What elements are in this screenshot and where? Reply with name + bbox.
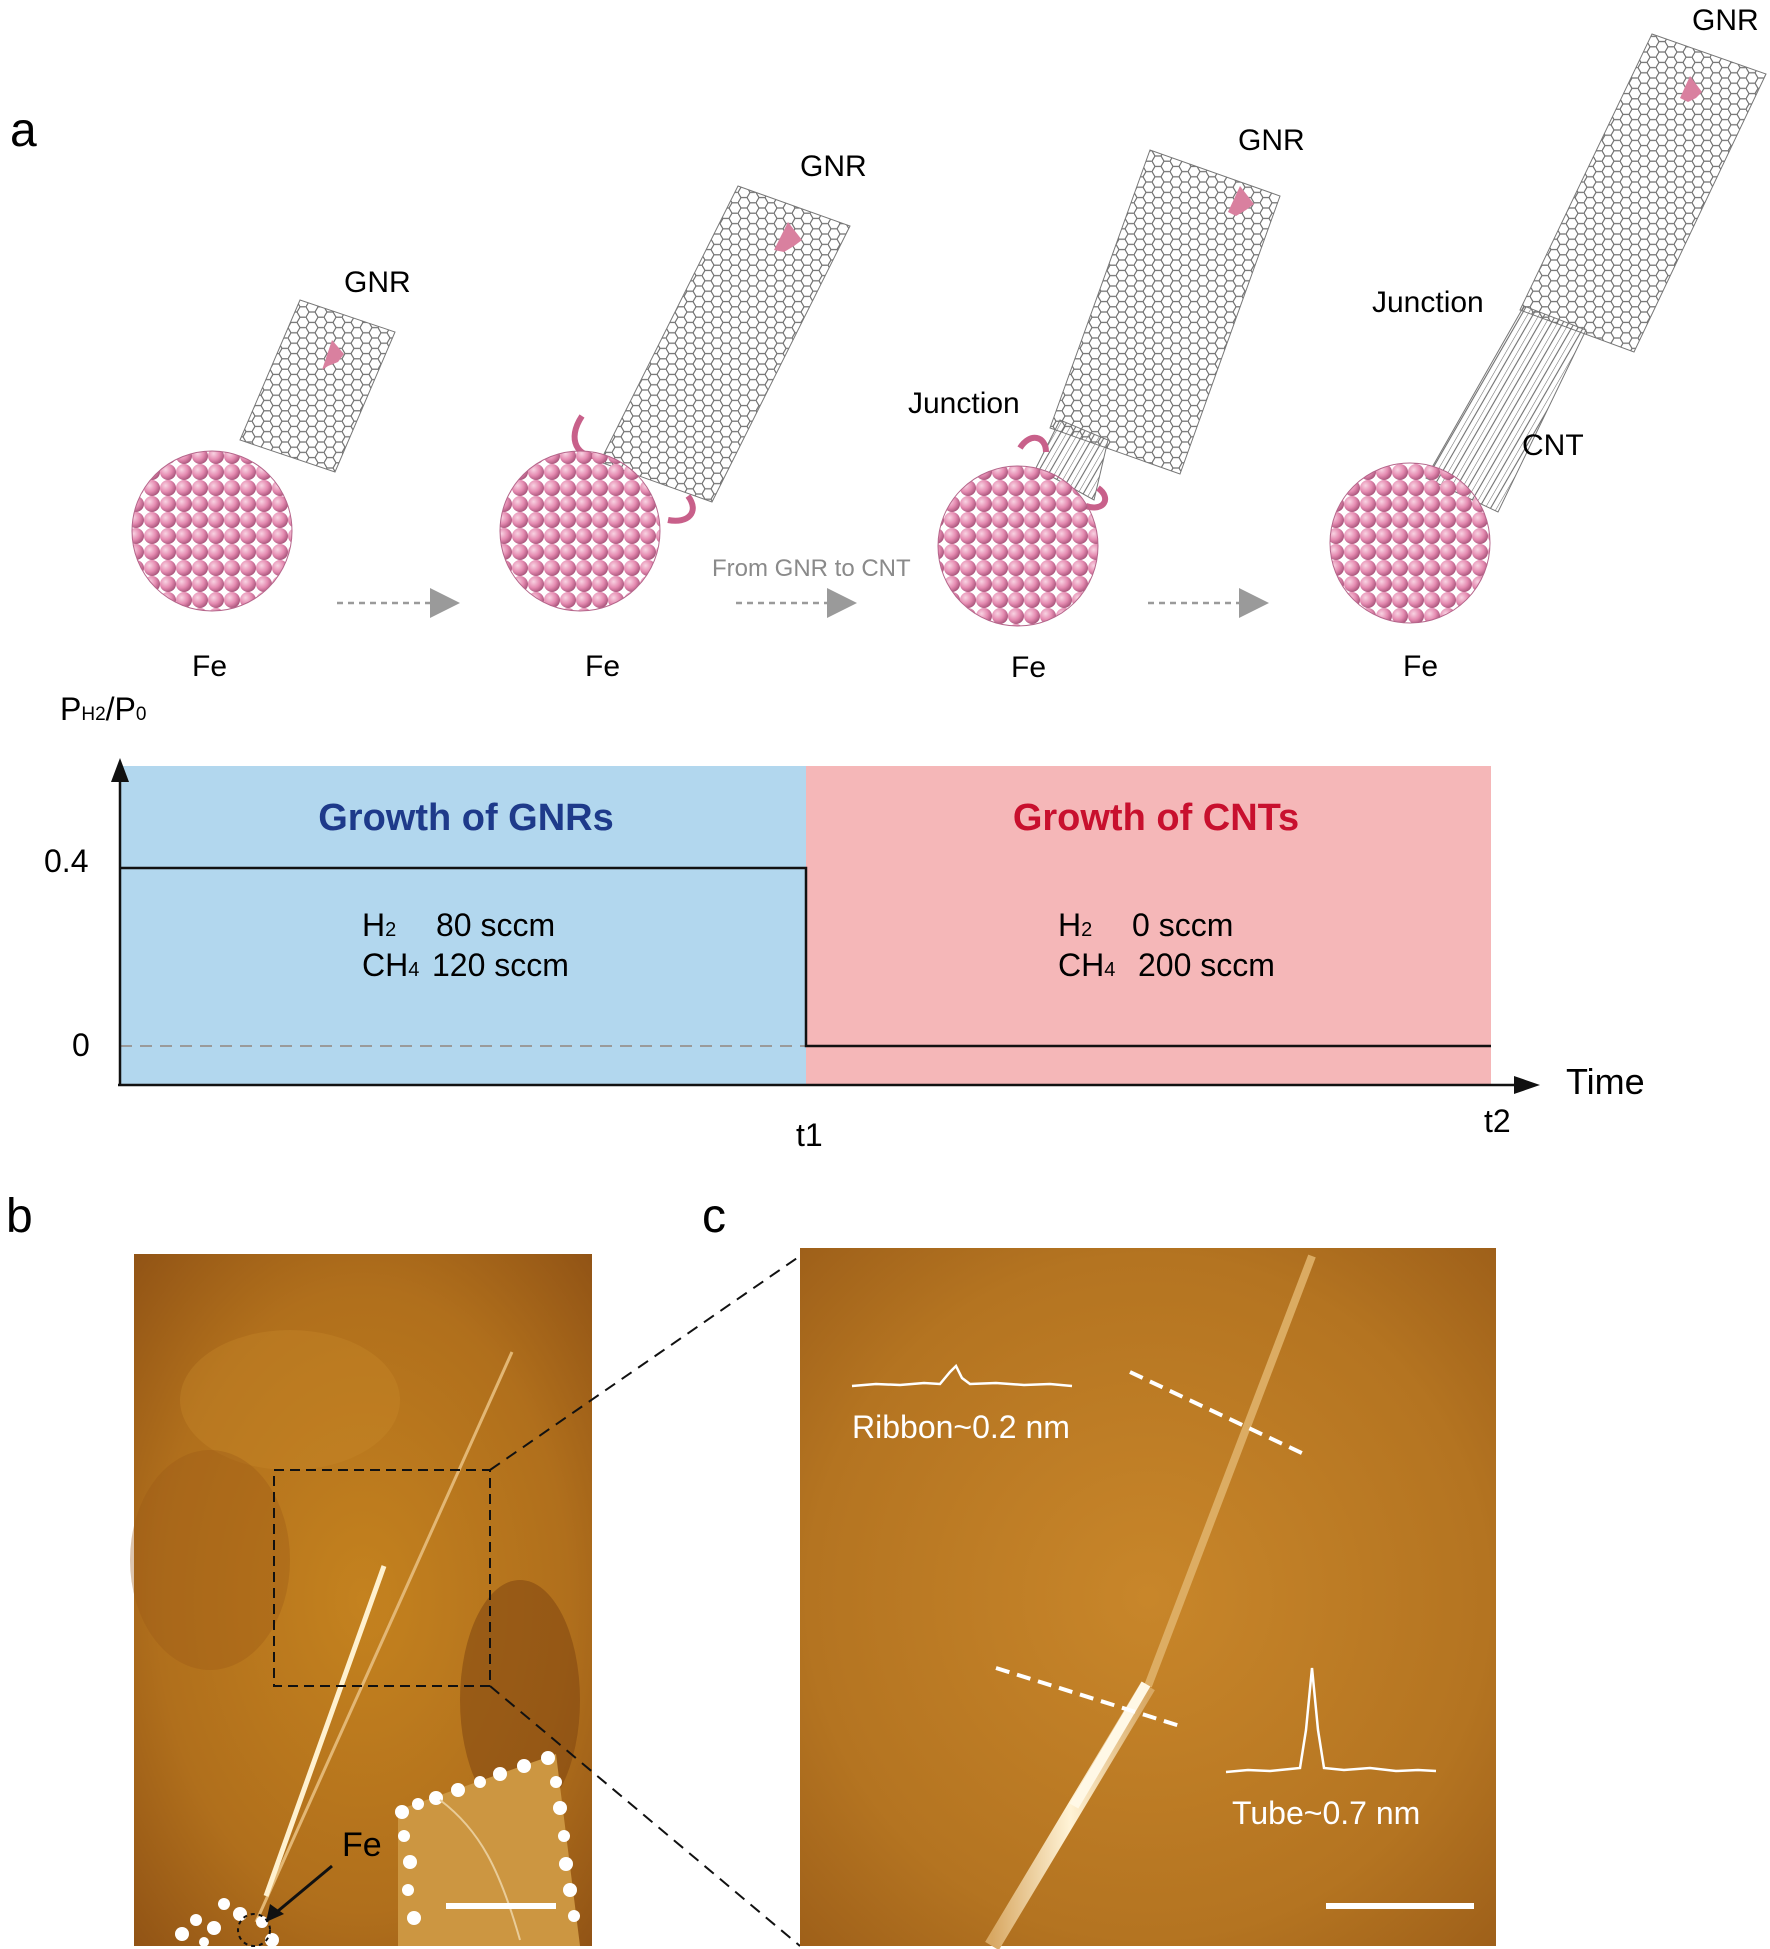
phase-gnr-ch4: CH4 120 sccm bbox=[362, 947, 569, 983]
stage-4: GNR Junction CNT Fe bbox=[1329, 4, 1767, 683]
gas-species: H bbox=[362, 907, 385, 943]
rotation-arrow-right bbox=[1085, 485, 1109, 511]
nanotube-bright-segment bbox=[263, 1565, 387, 1897]
transition-label: From GNR to CNT bbox=[712, 555, 911, 582]
gnr-label: GNR bbox=[344, 266, 411, 299]
y-label-base: P bbox=[60, 691, 81, 727]
tube-height-profile bbox=[1225, 1667, 1437, 1774]
ribbon-height-profile bbox=[851, 1363, 1073, 1388]
graphene-nanoribbon bbox=[599, 185, 851, 503]
fe-label-afm: Fe bbox=[342, 1826, 382, 1864]
gas-species: CH bbox=[362, 947, 408, 983]
x-tick-t1: t1 bbox=[796, 1117, 823, 1153]
y-label-sub1: H2 bbox=[81, 704, 105, 725]
y-tick-0: 0 bbox=[72, 1027, 90, 1063]
fe-label: Fe bbox=[585, 650, 620, 683]
graphene-nanoribbon bbox=[1519, 33, 1767, 353]
growth-direction-arrow bbox=[774, 222, 802, 252]
gas-flow: 80 sccm bbox=[436, 907, 555, 943]
zoom-connector-top bbox=[489, 1255, 801, 1471]
cnt-label: CNT bbox=[1522, 429, 1584, 462]
y-label-sub2: 0 bbox=[136, 704, 147, 725]
y-axis-arrowhead bbox=[111, 758, 129, 782]
inset-image bbox=[395, 1751, 580, 1946]
x-axis-label: Time bbox=[1566, 1061, 1645, 1102]
phase-gnr-title: Growth of GNRs bbox=[318, 797, 614, 839]
panel-label-c: c bbox=[702, 1190, 726, 1243]
fe-label: Fe bbox=[1403, 650, 1438, 683]
gas-flow: 200 sccm bbox=[1138, 947, 1275, 983]
fe-catalyst-particle bbox=[1329, 462, 1491, 624]
junction-label: Junction bbox=[908, 387, 1020, 420]
phase-cnt-h2: H2 0 sccm bbox=[1058, 907, 1233, 943]
panel-label-b: b bbox=[6, 1190, 33, 1243]
gas-subscript: 2 bbox=[385, 919, 396, 941]
gas-flow: 0 sccm bbox=[1132, 907, 1233, 943]
ribbon-height-label: Ribbon~0.2 nm bbox=[852, 1409, 1070, 1445]
gas-subscript: 4 bbox=[408, 959, 419, 981]
stage-2: GNR Fe bbox=[499, 150, 867, 683]
rotation-arrow-left bbox=[1017, 435, 1049, 453]
fe-catalyst-particle bbox=[499, 450, 661, 612]
fe-label: Fe bbox=[192, 650, 227, 683]
fe-pointer-arrow bbox=[271, 1864, 333, 1918]
gnr-label: GNR bbox=[1692, 4, 1759, 37]
graphene-nanoribbon bbox=[1049, 149, 1281, 475]
gas-species: H bbox=[1058, 907, 1081, 943]
nanotube-highlight bbox=[1069, 1681, 1151, 1809]
zoom-connector-bottom bbox=[489, 1685, 801, 1947]
junction-label: Junction bbox=[1372, 286, 1484, 319]
tube-profile-cut bbox=[995, 1666, 1181, 1728]
timeline-plot: PH2/P0 0.4 0 Time t1 t2 Growth of GNRs H… bbox=[44, 691, 1645, 1153]
ribbon-profile-cut bbox=[1129, 1370, 1309, 1458]
panel-label-a: a bbox=[10, 104, 37, 157]
phase-cnt-ch4: CH4 200 sccm bbox=[1058, 947, 1275, 983]
afm-image-b: Fe bbox=[130, 1254, 592, 1947]
gas-flow: 120 sccm bbox=[432, 947, 569, 983]
phase-gnr-h2: H2 80 sccm bbox=[362, 907, 555, 943]
gas-subscript: 4 bbox=[1104, 959, 1115, 981]
pressure-step-line bbox=[120, 866, 1491, 1048]
fe-catalyst-particle bbox=[937, 465, 1099, 627]
fe-pointer-arrowhead bbox=[266, 1904, 284, 1922]
phase-cnt-region bbox=[806, 766, 1491, 1084]
rotation-arrow-right bbox=[667, 494, 696, 524]
phase-cnt-title: Growth of CNTs bbox=[1013, 797, 1299, 839]
y-label-mid: /P bbox=[106, 691, 136, 727]
y-tick-0-4: 0.4 bbox=[44, 843, 88, 879]
growth-direction-arrow bbox=[322, 340, 344, 370]
graphene-nanoribbon bbox=[239, 299, 396, 473]
gnr-label: GNR bbox=[1238, 124, 1305, 157]
growth-direction-arrow bbox=[1228, 186, 1254, 216]
nanoribbon-segment bbox=[1144, 1254, 1316, 1688]
growth-direction-arrow bbox=[1680, 76, 1702, 102]
fe-label: Fe bbox=[1011, 651, 1046, 684]
x-axis-arrowhead bbox=[1514, 1076, 1540, 1094]
afm-image-c: Ribbon~0.2 nm Tube~0.7 nm bbox=[800, 1248, 1496, 1949]
fe-particle-clusters bbox=[175, 1898, 279, 1947]
gnr-label: GNR bbox=[800, 150, 867, 183]
gas-species: CH bbox=[1058, 947, 1104, 983]
phase-gnr-region bbox=[120, 766, 806, 1084]
stage-1: GNR Fe bbox=[131, 266, 411, 683]
tube-height-label: Tube~0.7 nm bbox=[1232, 1795, 1420, 1831]
gas-subscript: 2 bbox=[1081, 919, 1092, 941]
rotation-arrow-left bbox=[571, 414, 599, 460]
fe-particle-marker bbox=[237, 1913, 271, 1947]
stage-3: GNR Junction Fe bbox=[908, 124, 1305, 684]
y-axis-label: PH2/P0 bbox=[60, 691, 146, 727]
zoom-region-box bbox=[273, 1469, 491, 1687]
nanotube-nanoribbon-strand bbox=[254, 1351, 514, 1923]
fe-catalyst-particle bbox=[131, 450, 293, 612]
x-tick-t2: t2 bbox=[1484, 1103, 1511, 1139]
